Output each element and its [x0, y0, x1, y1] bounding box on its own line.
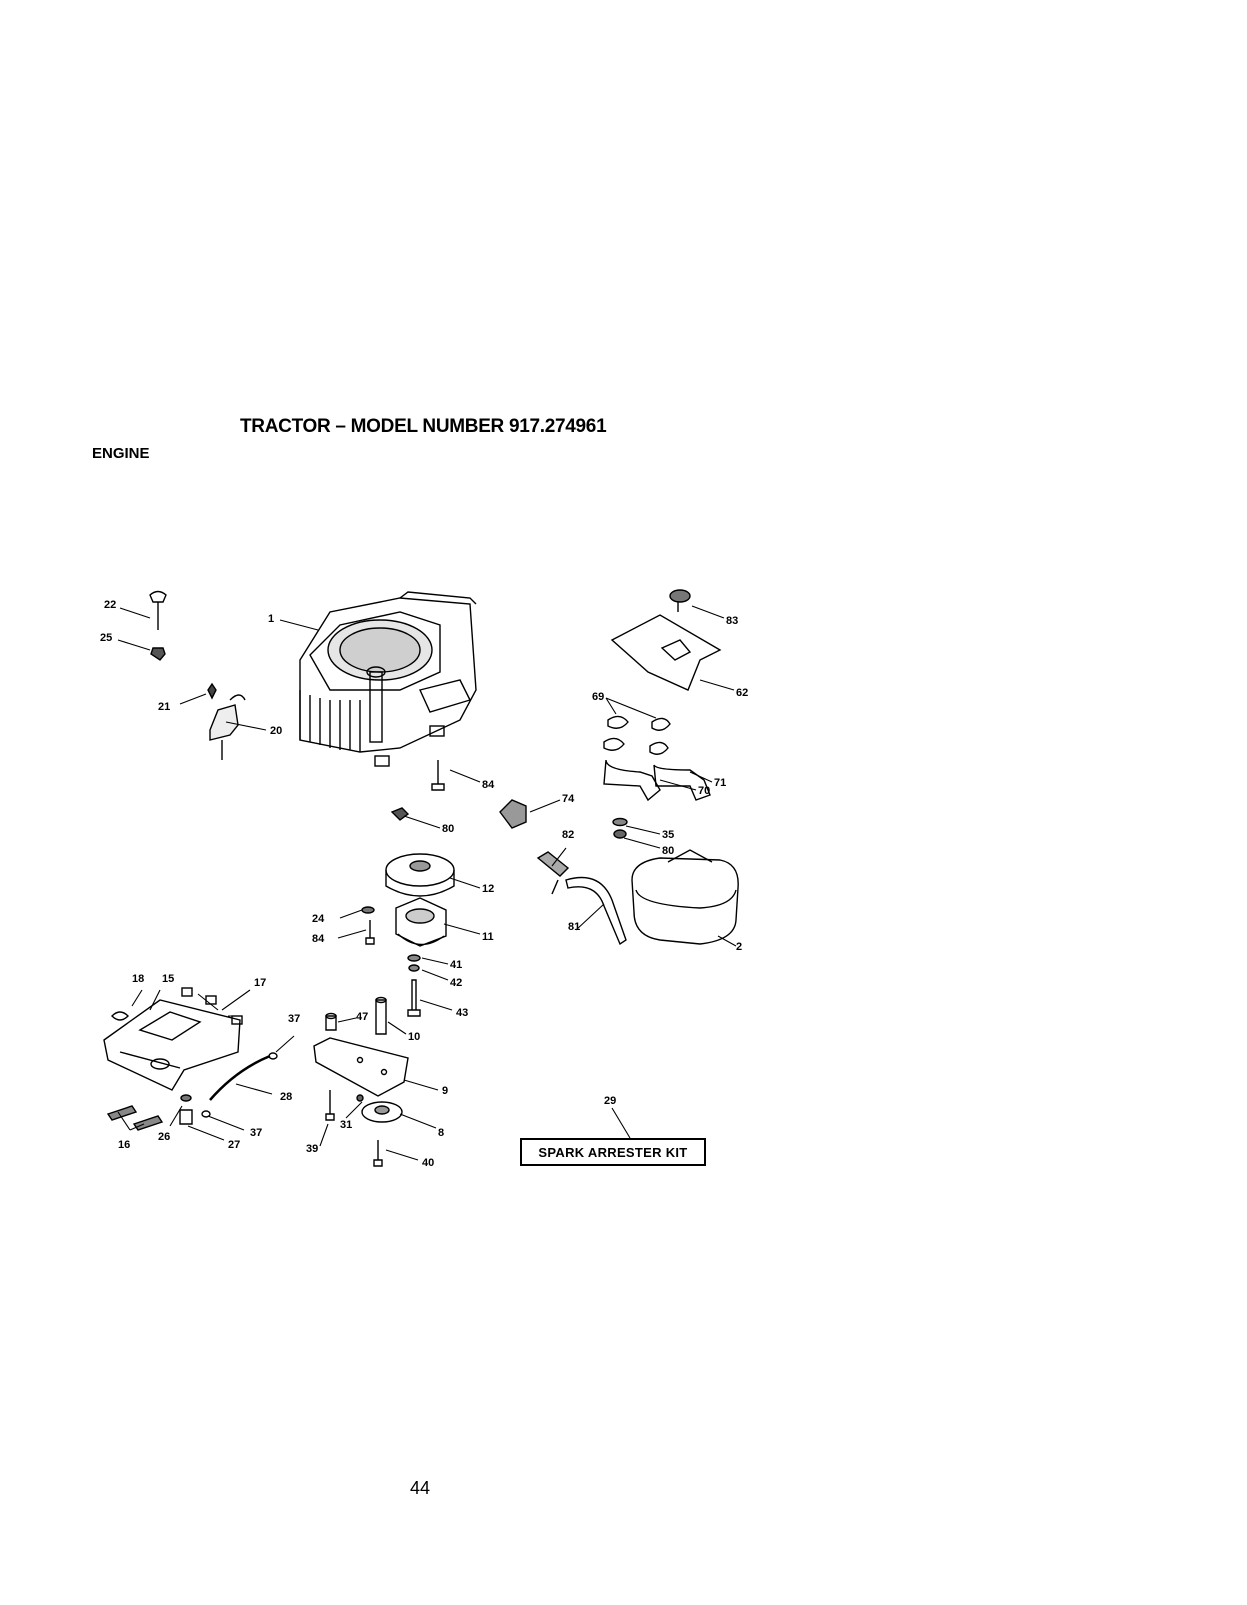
- clamp-part: [181, 1095, 191, 1101]
- bolt-part: [366, 920, 374, 944]
- muffler-part: [632, 850, 738, 944]
- callout-35: 35: [662, 829, 674, 841]
- callout-27: 27: [228, 1139, 240, 1151]
- callout-29: 29: [604, 1095, 616, 1107]
- callout-84-top: 84: [482, 779, 495, 791]
- callout-40: 40: [422, 1157, 434, 1169]
- callout-9: 9: [442, 1085, 448, 1097]
- callout-10: 10: [408, 1031, 420, 1043]
- bolt-part: [374, 1140, 382, 1166]
- mounting-plate-part: [314, 1038, 408, 1096]
- pulley-part: [386, 854, 454, 896]
- callout-81: 81: [568, 921, 580, 933]
- callout-22: 22: [104, 599, 116, 611]
- engine-part: [300, 592, 476, 766]
- callout-80-right: 80: [662, 845, 674, 857]
- callout-83: 83: [726, 615, 738, 627]
- callout-2: 2: [736, 941, 742, 953]
- bolt-part: [326, 1090, 334, 1120]
- bracket-part: [500, 800, 526, 828]
- callout-16: 16: [118, 1139, 130, 1151]
- callout-37-bottom: 37: [250, 1127, 262, 1139]
- callout-80-left: 80: [442, 823, 454, 835]
- page-number: 44: [410, 1478, 430, 1499]
- washer-part: [613, 819, 627, 826]
- callout-71: 71: [714, 777, 726, 789]
- washer-part: [357, 1095, 363, 1101]
- fitting-part: [180, 1110, 192, 1124]
- fuel-line-part: [210, 1056, 270, 1100]
- exhaust-pipe-part: [604, 716, 710, 800]
- callout-47: 47: [356, 1011, 368, 1023]
- washer-part: [362, 907, 374, 913]
- callout-42: 42: [450, 977, 462, 989]
- callout-26: 26: [158, 1131, 170, 1143]
- callout-70: 70: [698, 785, 710, 797]
- callout-24: 24: [312, 913, 325, 925]
- callout-15: 15: [162, 973, 174, 985]
- spark-arrester-kit-label: SPARK ARRESTER KIT: [520, 1138, 706, 1166]
- nut-part: [392, 808, 408, 820]
- spacer-part: [376, 1000, 386, 1034]
- washer-part: [408, 955, 420, 961]
- callout-12: 12: [482, 883, 494, 895]
- bolt-part: [432, 760, 444, 790]
- callout-18: 18: [132, 973, 144, 985]
- shield-part: [612, 590, 720, 690]
- bolt-part: [150, 592, 166, 661]
- idler-pulley-part: [362, 1102, 402, 1122]
- tailpipe-part: [538, 852, 626, 944]
- callout-39: 39: [306, 1143, 318, 1155]
- callout-84-mid: 84: [312, 933, 325, 945]
- callout-20: 20: [270, 725, 282, 737]
- pad-part: [112, 1012, 128, 1020]
- callout-43: 43: [456, 1007, 468, 1019]
- callout-11: 11: [482, 931, 494, 943]
- callout-69: 69: [592, 691, 604, 703]
- washer-part: [409, 965, 419, 971]
- callout-74: 74: [562, 793, 575, 805]
- callout-21: 21: [158, 701, 170, 713]
- pad-part: [134, 1116, 162, 1130]
- bolt-part: [408, 980, 420, 1016]
- callout-37-top: 37: [288, 1013, 300, 1025]
- callout-82: 82: [562, 829, 574, 841]
- nut-part: [614, 830, 626, 838]
- pad-part: [206, 996, 216, 1004]
- callout-62: 62: [736, 687, 748, 699]
- clamp-part: [269, 1053, 277, 1059]
- callout-25: 25: [100, 632, 112, 644]
- callout-8: 8: [438, 1127, 444, 1139]
- callout-28: 28: [280, 1091, 292, 1103]
- callout-41: 41: [450, 959, 462, 971]
- callout-17: 17: [254, 977, 266, 989]
- pad-part: [182, 988, 192, 996]
- clutch-part: [396, 898, 446, 946]
- callout-31: 31: [340, 1119, 352, 1131]
- callout-1: 1: [268, 613, 274, 625]
